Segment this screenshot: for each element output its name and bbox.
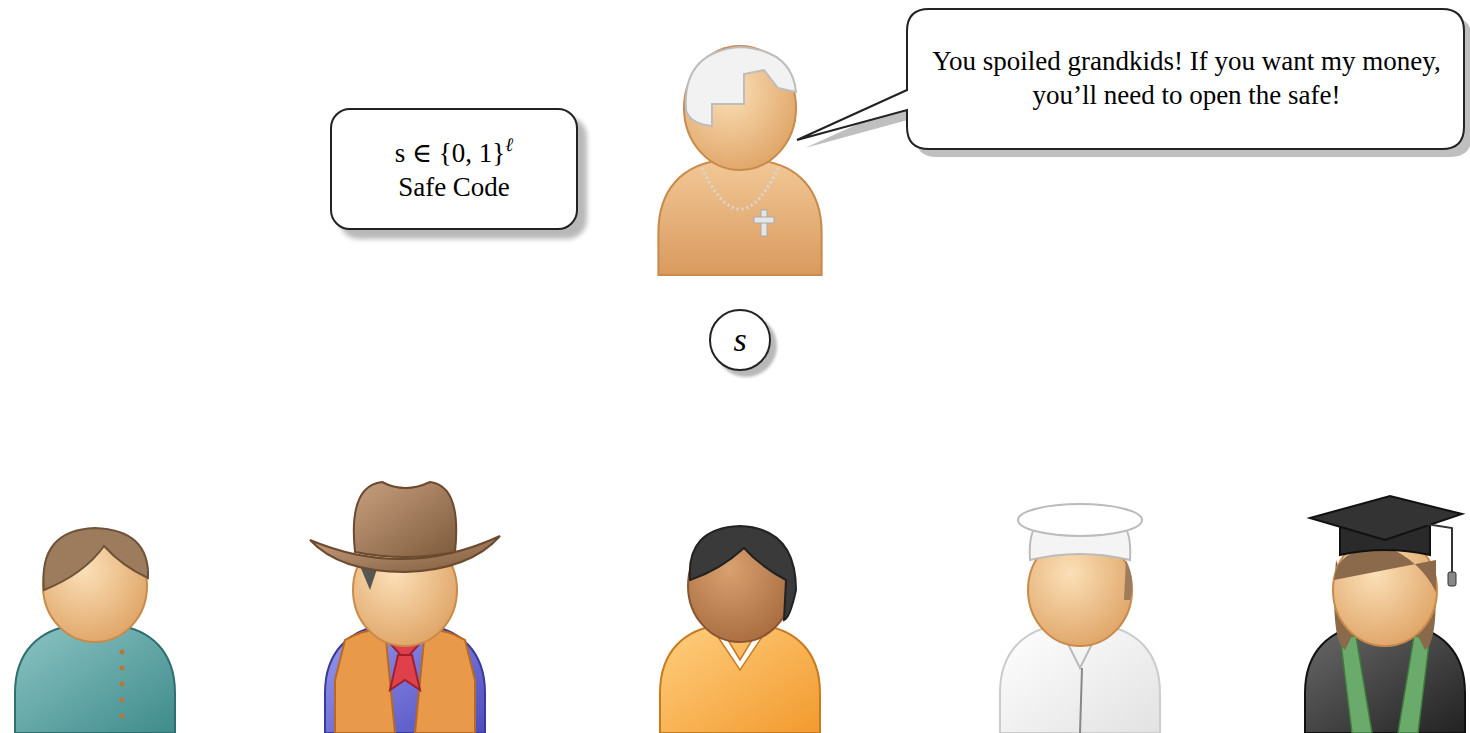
text-line: Safe Code (398, 171, 510, 205)
grandkid-figure (1000, 504, 1160, 733)
callout-box: s ∈ {0, 1}ℓSafe Code (330, 108, 578, 230)
variable-circle: s (709, 309, 771, 371)
speech-text-area: You spoiled grandkids! If you want my mo… (929, 8, 1444, 150)
grandkid-figure (660, 526, 820, 733)
variable-label: s (733, 321, 746, 359)
speech-text: You spoiled grandkids! If you want my mo… (929, 45, 1444, 113)
speech-bubble-border (797, 9, 1464, 149)
grandkid-figure (15, 528, 175, 733)
grandkid-figure (310, 482, 500, 733)
caption-text: Safe Code (398, 172, 510, 202)
superscript: ℓ (505, 134, 513, 155)
speech-bubble: You spoiled grandkids! If you want my mo… (795, 8, 1466, 150)
grandkid-figure (1305, 496, 1465, 733)
grandpa-figure (658, 46, 821, 275)
math-text: s ∈ {0, 1} (395, 138, 505, 168)
text-line: s ∈ {0, 1}ℓ (395, 133, 513, 171)
